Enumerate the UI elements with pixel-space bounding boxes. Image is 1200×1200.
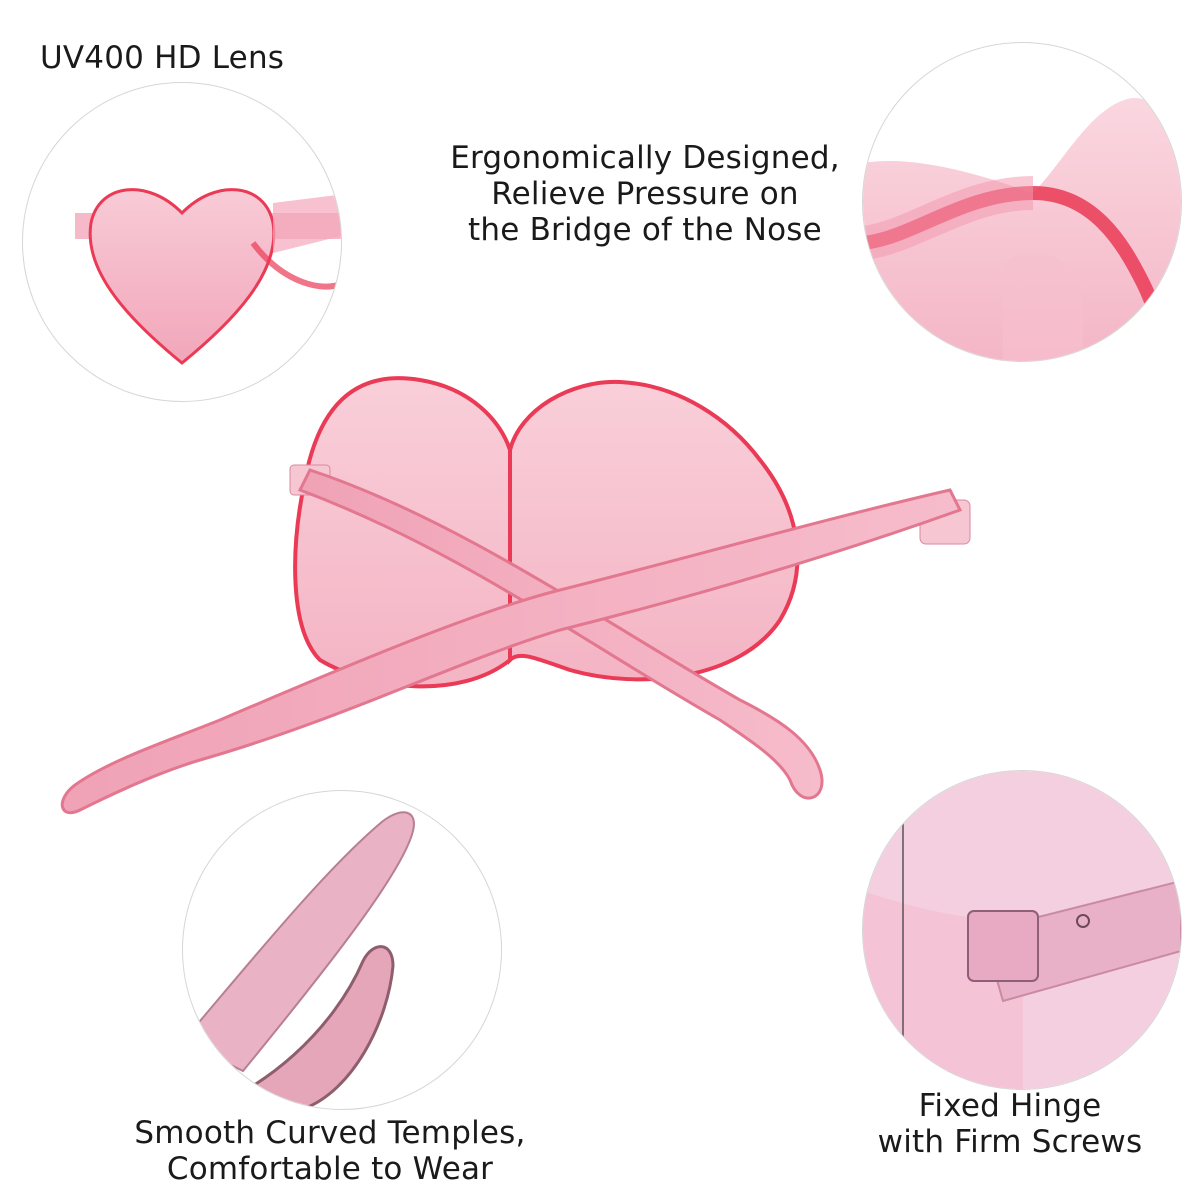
temples-caption: Smooth Curved Temples, Comfortable to We… — [110, 1115, 550, 1187]
temple-tips-icon — [183, 811, 415, 1109]
temples-line-2: Comfortable to Wear — [166, 1151, 494, 1187]
heart-sunglasses-image — [40, 360, 1020, 860]
hinge-line-2: with Firm Screws — [877, 1124, 1143, 1160]
ergonomic-line-3: the Bridge of the Nose — [468, 212, 822, 248]
heart-sunglasses-icon — [60, 376, 971, 815]
lens-detail-bubble — [22, 82, 342, 402]
hinge-screw-icon — [863, 771, 1181, 1089]
temples-line-1: Smooth Curved Temples, — [134, 1115, 526, 1151]
ergonomic-caption: Ergonomically Designed, Relieve Pressure… — [430, 140, 860, 248]
hinge-detail-bubble — [862, 770, 1182, 1090]
heart-lens-icon — [75, 188, 341, 365]
hinge-caption: Fixed Hinge with Firm Screws — [860, 1088, 1160, 1160]
hinge-line-1: Fixed Hinge — [918, 1088, 1102, 1124]
nose-bridge-bubble — [862, 42, 1182, 362]
ergonomic-line-1: Ergonomically Designed, — [450, 140, 840, 176]
temple-tips-bubble — [182, 790, 502, 1110]
uv-lens-label: UV400 HD Lens — [40, 40, 285, 76]
nose-bridge-icon — [863, 98, 1181, 361]
ergonomic-line-2: Relieve Pressure on — [491, 176, 799, 212]
uv-lens-caption: UV400 HD Lens — [40, 40, 284, 76]
